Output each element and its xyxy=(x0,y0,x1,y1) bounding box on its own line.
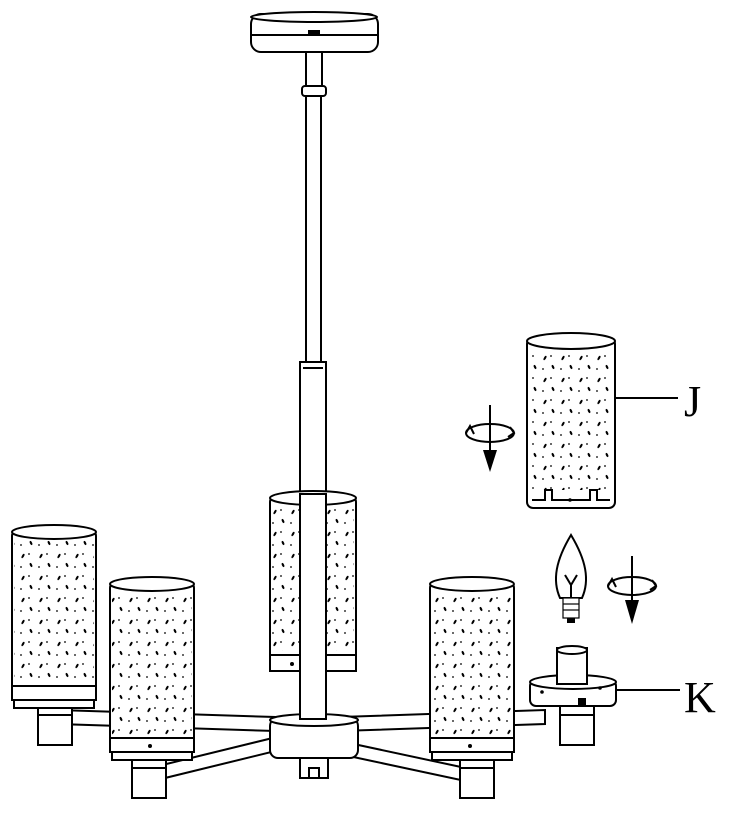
glass-shade-front-left xyxy=(109,576,195,761)
socket-cups xyxy=(37,704,595,799)
glass-shade-exploded xyxy=(526,332,616,509)
label-j: J xyxy=(684,377,701,426)
socket-cup-exploded xyxy=(529,645,617,707)
bulb-icon xyxy=(554,533,588,623)
central-hub xyxy=(269,713,359,779)
down-arrow-icon xyxy=(625,556,639,624)
ceiling-canopy xyxy=(250,11,379,53)
glass-shade-front-right xyxy=(429,576,515,761)
down-arrow-icon xyxy=(483,405,497,472)
glass-shade-center xyxy=(269,490,357,720)
label-k: K xyxy=(684,673,716,722)
glass-shade-left xyxy=(11,524,97,709)
